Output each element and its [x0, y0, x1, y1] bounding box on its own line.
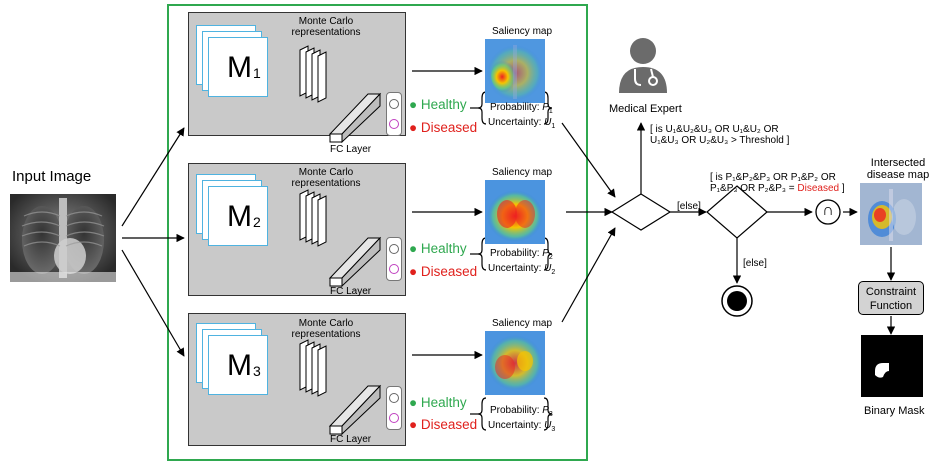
model-stack-front: M2: [208, 186, 268, 246]
class-diseased-1: ● Diseased: [409, 120, 478, 135]
probability-3: Probability: P3: [490, 405, 553, 418]
uncertainty-1: Uncertainty: U1: [488, 117, 556, 130]
fc-layer-label-3: FC Layer: [330, 434, 372, 445]
probability-1: Probability: P1: [490, 102, 553, 115]
model-label-1: M1: [227, 51, 261, 84]
saliency-title-2: Saliency map: [492, 167, 553, 178]
fc-layer-icon: [328, 236, 382, 288]
decision-diamond-uncertainty: [610, 193, 672, 231]
probability-condition: [ is P₁&P₂&P₃ OR P₁&P₂ OR P₁&P₃ OR P₂&P₃…: [710, 172, 845, 194]
input-image-title: Input Image: [12, 168, 92, 185]
output-node-healthy: [389, 244, 399, 254]
intersection-symbol: ∩: [822, 202, 834, 219]
model-label-3: M3: [227, 349, 261, 382]
model-stack-front: M3: [208, 335, 268, 395]
fc-layer-label-1: FC Layer: [330, 144, 372, 155]
class-healthy-2: ● Healthy: [409, 241, 467, 256]
output-nodes-3: [386, 386, 402, 430]
mc-representations-icon: [299, 45, 327, 103]
class-diseased-3: ● Diseased: [409, 417, 478, 432]
fc-layer-icon: [328, 92, 382, 144]
else-label-1: [else]: [677, 201, 701, 212]
decision-diamond-probability: [706, 185, 768, 239]
uncertainty-2: Uncertainty: U2: [488, 263, 556, 276]
saliency-map-2: [485, 180, 545, 244]
model-label-2: M2: [227, 200, 261, 233]
ensemble-frame: [167, 4, 588, 461]
saliency-title-1: Saliency map: [492, 26, 553, 37]
terminal-node-inner: [727, 291, 747, 311]
intersected-map-image: [860, 183, 922, 245]
input-xray-image: [10, 194, 116, 282]
saliency-map-3: [485, 331, 545, 395]
binary-mask-label: Binary Mask: [864, 405, 925, 417]
intersection-node: [815, 199, 841, 225]
uncertainty-condition: [ is U₁&U₂&U₃ OR U₁&U₂ OR U₁&U₃ OR U₂&U₃…: [650, 124, 790, 146]
saliency-title-3: Saliency map: [492, 318, 553, 329]
class-healthy-1: ● Healthy: [409, 97, 467, 112]
output-nodes-2: [386, 237, 402, 281]
fc-layer-label-2: FC Layer: [330, 286, 372, 297]
class-healthy-3: ● Healthy: [409, 395, 467, 410]
medical-expert-label: Medical Expert: [609, 103, 682, 115]
output-node-healthy: [389, 393, 399, 403]
output-nodes-1: [386, 92, 402, 136]
uncertainty-3: Uncertainty: U3: [488, 420, 556, 433]
output-node-diseased: [389, 264, 399, 274]
medical-expert-icon: [619, 38, 667, 93]
output-node-healthy: [389, 99, 399, 109]
else-label-2: [else]: [743, 258, 767, 269]
probability-2: Probability: P2: [490, 248, 553, 261]
class-diseased-2: ● Diseased: [409, 264, 478, 279]
saliency-map-1: [485, 39, 545, 103]
output-node-diseased: [389, 119, 399, 129]
intersected-map-title: Intersected disease map: [866, 157, 930, 181]
mc-representations-icon: [299, 339, 327, 397]
model-stack-front: M1: [208, 37, 268, 97]
mc-representations-icon: [299, 189, 327, 247]
constraint-function-box: Constraint Function: [858, 281, 924, 315]
fc-layer-icon: [328, 384, 382, 436]
binary-mask-image: [861, 335, 923, 397]
output-node-diseased: [389, 413, 399, 423]
